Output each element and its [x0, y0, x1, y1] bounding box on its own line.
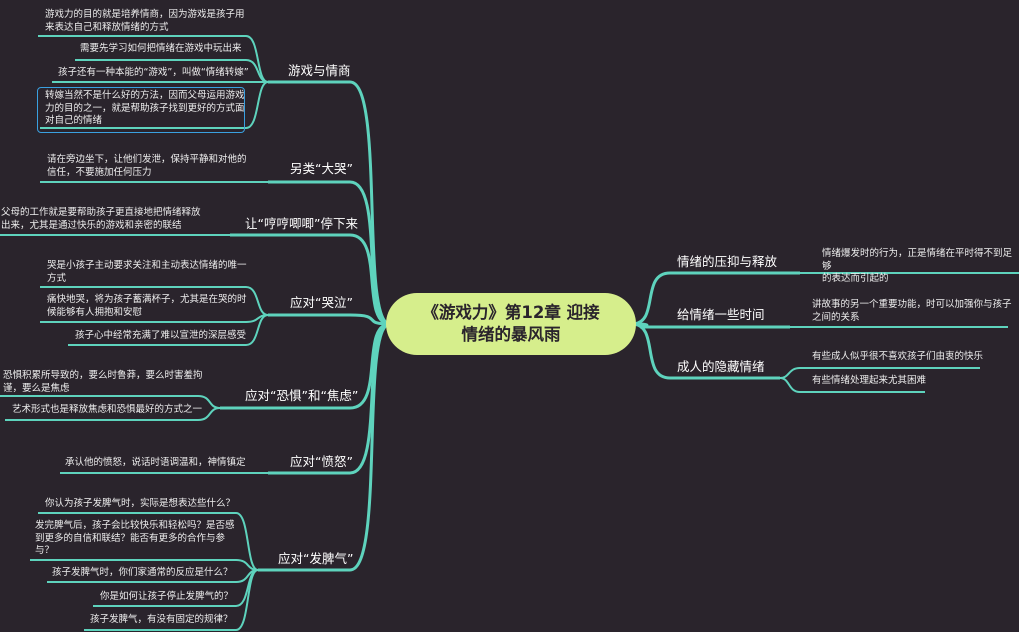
- subtopic[interactable]: 哭是小孩子主动要求关注和主动表达情绪的唯一 方式: [47, 260, 247, 284]
- subtopic[interactable]: 情绪爆发时的行为，正是情绪在平时得不到足够 的表达而引起的: [822, 248, 1013, 284]
- subtopic[interactable]: 孩子发脾气时，你们家通常的反应是什么？: [52, 567, 233, 578]
- subtopic[interactable]: 孩子还有一种本能的“游戏”，叫做“情绪转嫁”: [58, 67, 249, 78]
- branch-connector: [268, 322, 391, 475]
- branch-topic[interactable]: 另类“大哭”: [290, 161, 353, 176]
- subtopic[interactable]: 孩子心中经常充满了难以宣泄的深层感受: [75, 330, 247, 341]
- branch-topic[interactable]: 情绪的压抑与释放: [677, 254, 778, 269]
- branch-topic[interactable]: 成人的隐藏情绪: [677, 359, 765, 374]
- branch-connector: [268, 313, 391, 326]
- subtopic[interactable]: 艺术形式也是释放焦虑和恐惧最好的方式之一: [12, 404, 203, 415]
- subtopic-connector: [40, 286, 269, 316]
- subtopic[interactable]: 发完脾气后，孩子会比较快乐和轻松吗？是否感 到更多的自信和联结？能否有更多的合作…: [35, 520, 235, 556]
- subtopic-connector: [84, 569, 259, 631]
- subtopic[interactable]: 承认他的愤怒，说话时语调温和，神情镇定: [65, 457, 246, 468]
- subtopic-connector: [38, 512, 259, 571]
- subtopic[interactable]: 需要先学习如何把情绪在游戏中玩出来: [80, 43, 242, 54]
- subtopic[interactable]: 请在旁边坐下，让他们发泄，保持平静和对他的 信任，不要施加任何压力: [47, 154, 247, 178]
- selected-node-outline: [37, 87, 245, 133]
- subtopic[interactable]: 讲故事的另一个重要功能，时可以加强你与孩子 之间的关系: [812, 299, 1012, 323]
- branch-topic[interactable]: 应对“哭泣”: [290, 295, 353, 310]
- subtopic-connector: [779, 377, 925, 393]
- branch-connector: [258, 322, 391, 572]
- subtopic[interactable]: 孩子发脾气，有没有固定的规律？: [90, 614, 233, 625]
- subtopic[interactable]: 父母的工作就是要帮助孩子更直接地把情绪释放 出来，尤其是通过快乐的游戏和亲密的联…: [1, 207, 201, 231]
- subtopic[interactable]: 转嫁当然不是什么好的方法，因而父母运用游戏 力的目的之一，就是帮助孩子找到更好的…: [45, 90, 245, 126]
- subtopic-connector: [5, 407, 221, 421]
- branch-topic[interactable]: 让“哼哼唧唧”停下来: [245, 216, 358, 231]
- branch-connector: [230, 233, 391, 326]
- subtopic[interactable]: 恐惧积累所导致的，要么时鲁莽，要么时害羞拘 谨，要么是焦虑: [3, 370, 203, 394]
- subtopic-connector: [68, 314, 269, 346]
- branch-connector: [631, 322, 790, 329]
- subtopic-connector: [40, 81, 269, 129]
- subtopic[interactable]: 你认为孩子发脾气时，实际是想表达些什么？: [45, 498, 236, 509]
- branch-topic[interactable]: 应对“恐惧”和“焦虑”: [245, 388, 359, 403]
- branch-connector: [631, 322, 780, 380]
- branch-topic[interactable]: 应对“发脾气”: [278, 551, 354, 566]
- central-topic[interactable]: 《游戏力》第12章 迎接 情绪的暴风雨: [386, 293, 636, 355]
- branch-topic[interactable]: 应对“愤怒”: [290, 454, 353, 469]
- subtopic[interactable]: 你是如何让孩子停止发脾气的？: [100, 591, 234, 602]
- subtopic[interactable]: 有些成人似乎很不喜欢孩子们由衷的快乐: [812, 351, 984, 362]
- subtopic[interactable]: 痛快地哭，将为孩子蓄满杯子，尤其是在哭的时 候能够有人拥抱和安慰: [47, 294, 247, 318]
- branch-connector: [631, 271, 800, 326]
- branch-connector: [268, 80, 391, 326]
- branch-topic[interactable]: 给情绪一些时间: [677, 307, 765, 322]
- branch-topic[interactable]: 游戏与情商: [288, 63, 351, 78]
- subtopic[interactable]: 游戏力的目的就是培养情商，因为游戏是孩子用 来表达自己和释放情绪的方式: [45, 9, 245, 33]
- subtopic[interactable]: 有些情绪处理起来尤其困难: [812, 375, 927, 386]
